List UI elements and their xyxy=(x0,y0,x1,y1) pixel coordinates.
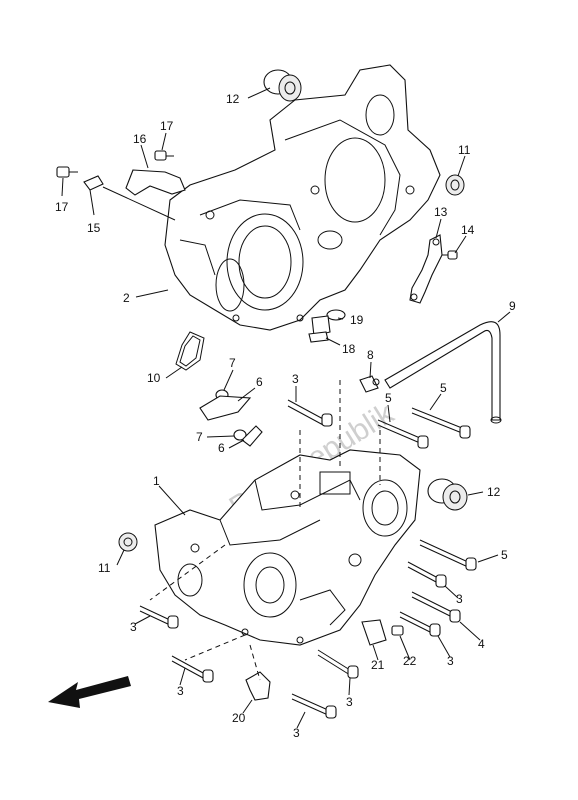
front-arrow-icon xyxy=(48,676,131,708)
bolt-17-right[interactable] xyxy=(154,150,174,161)
bolt-14[interactable] xyxy=(442,250,458,260)
label-3-left-a: 3 xyxy=(130,620,137,634)
label-16: 16 xyxy=(133,132,147,146)
guide-16[interactable] xyxy=(125,169,186,196)
label-6-lower: 6 xyxy=(218,441,225,455)
label-15: 15 xyxy=(87,221,101,235)
guide-20[interactable] xyxy=(245,671,271,701)
label-12-upper: 12 xyxy=(226,92,240,106)
label-20: 20 xyxy=(232,711,246,725)
label-9: 9 xyxy=(509,299,516,313)
bushing-12-lower[interactable] xyxy=(427,478,468,511)
drain-bolt-18[interactable] xyxy=(308,315,331,343)
label-10: 10 xyxy=(147,371,161,385)
label-11-lower: 11 xyxy=(98,561,111,575)
part-labels: 12 16 17 17 15 2 11 13 14 19 18 9 10 8 7… xyxy=(55,92,516,740)
sleeve-11-upper[interactable] xyxy=(445,174,465,196)
label-19: 19 xyxy=(350,313,364,327)
leader-lines xyxy=(61,87,511,729)
label-3-right-a: 3 xyxy=(456,592,463,606)
bolt-17-left[interactable] xyxy=(56,166,78,178)
upper-crankcase-half[interactable] xyxy=(164,64,441,331)
label-7-upper: 7 xyxy=(229,356,236,370)
label-13: 13 xyxy=(434,205,448,219)
bolts[interactable] xyxy=(139,399,477,719)
label-1: 1 xyxy=(153,474,160,488)
label-8: 8 xyxy=(367,348,374,362)
pipe-9[interactable] xyxy=(384,321,502,424)
label-2: 2 xyxy=(123,291,130,305)
dowel-7-lower[interactable] xyxy=(233,429,247,441)
bolt-22[interactable] xyxy=(391,625,404,636)
label-7-lower: 7 xyxy=(196,430,203,444)
label-3-left-b: 3 xyxy=(177,684,184,698)
label-21: 21 xyxy=(371,658,385,672)
nozzle-8[interactable] xyxy=(359,375,380,393)
plate-15[interactable] xyxy=(83,175,104,191)
label-4: 4 xyxy=(478,637,485,651)
label-18: 18 xyxy=(342,342,356,356)
label-14: 14 xyxy=(461,223,475,237)
label-5-c: 5 xyxy=(501,548,508,562)
label-17-right: 17 xyxy=(160,119,174,133)
o-ring-10[interactable] xyxy=(175,331,205,371)
bushing-12-upper[interactable] xyxy=(263,69,302,102)
washer-19[interactable] xyxy=(326,309,346,321)
label-17-left: 17 xyxy=(55,200,69,214)
fitting-21[interactable] xyxy=(361,619,387,646)
label-6-upper: 6 xyxy=(256,375,263,389)
label-5-a: 5 xyxy=(440,381,447,395)
plate-6-upper[interactable] xyxy=(199,395,252,421)
label-5-b: 5 xyxy=(385,391,392,405)
plate-6-lower[interactable] xyxy=(241,425,263,447)
label-11-upper: 11 xyxy=(458,143,471,157)
label-22: 22 xyxy=(403,654,417,668)
label-3-bottom-a: 3 xyxy=(346,695,353,709)
label-3-upper: 3 xyxy=(292,372,299,386)
label-3-bottom-b: 3 xyxy=(293,726,300,740)
label-12-lower: 12 xyxy=(487,485,501,499)
sleeve-11-lower[interactable] xyxy=(118,532,138,552)
label-3-right-b: 3 xyxy=(447,654,454,668)
bracket-13[interactable] xyxy=(409,234,443,304)
